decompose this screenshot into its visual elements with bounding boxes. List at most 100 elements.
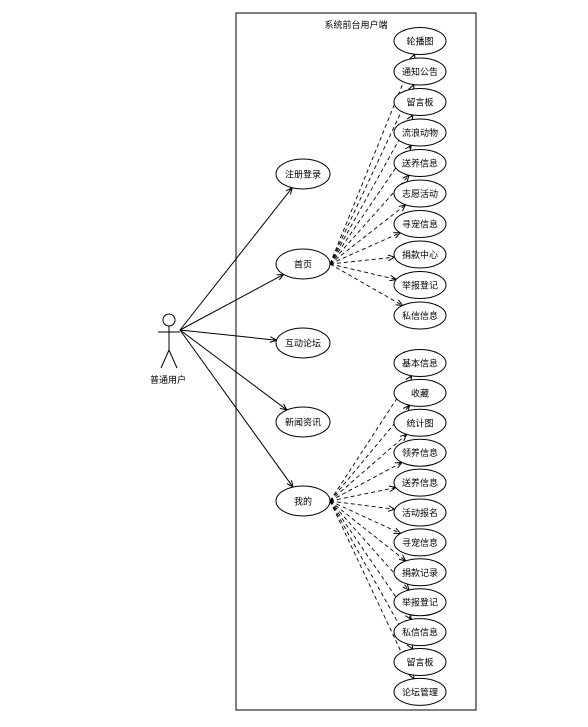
use-case-ellipse [393, 349, 447, 377]
association-line [179, 329, 294, 488]
mine-sub-case-10[interactable]: 留言板 [393, 648, 447, 676]
use-case-ellipse [393, 498, 447, 527]
use-case-ellipse [393, 179, 447, 208]
use-case-label: 举报登记 [402, 597, 438, 609]
home-sub-case-9[interactable]: 私信信息 [393, 301, 447, 330]
home-sub-case-5[interactable]: 志愿活动 [393, 179, 447, 208]
include-dashed-line [329, 84, 415, 265]
use-case-ellipse [393, 677, 447, 706]
use-case-ellipse [393, 271, 447, 299]
use-case-label: 注册登录 [285, 169, 321, 181]
use-case-label: 送养信息 [402, 158, 438, 170]
use-case-ellipse [275, 158, 331, 190]
use-case-ellipse [393, 438, 447, 467]
home-sub-case-6[interactable]: 寻宠信息 [393, 210, 447, 238]
use-case-label: 基本信息 [402, 358, 438, 370]
include-dashed-line [329, 500, 407, 562]
home-sub-case-2[interactable]: 留言板 [393, 88, 447, 116]
include-dashed-line [329, 375, 413, 502]
use-case-label: 轮播图 [406, 36, 433, 48]
use-case-ellipse [393, 618, 447, 647]
use-case-news[interactable]: 新闻资讯 [275, 406, 331, 438]
use-case-label: 活动报名 [402, 507, 438, 519]
mine-sub-case-7[interactable]: 捐款记录 [393, 558, 447, 587]
use-case-label: 寻宠信息 [402, 537, 438, 549]
use-case-register[interactable]: 注册登录 [275, 158, 331, 190]
home-sub-case-7[interactable]: 捐款中心 [393, 240, 447, 269]
use-case-ellipse [393, 528, 447, 557]
include-dashed-line [329, 232, 401, 265]
home-sub-case-3[interactable]: 流浪动物 [393, 118, 447, 147]
use-case-label: 互动论坛 [285, 338, 321, 350]
use-case-label: 举报登记 [402, 280, 438, 292]
association-line [179, 187, 293, 331]
use-case-ellipse [393, 648, 447, 676]
use-case-ellipse [275, 485, 331, 517]
use-case-ellipse [393, 558, 447, 587]
use-case-ellipse [393, 468, 447, 497]
mine-sub-case-8[interactable]: 举报登记 [393, 588, 447, 617]
use-case-label: 我的 [294, 496, 312, 508]
actor-label: 普通用户 [150, 374, 186, 386]
mine-sub-case-1[interactable]: 收藏 [393, 378, 447, 407]
use-case-label: 私信信息 [402, 627, 438, 639]
mine-sub-case-2[interactable]: 统计图 [393, 408, 447, 437]
mine-sub-case-0[interactable]: 基本信息 [393, 349, 447, 377]
home-sub-case-4[interactable]: 送养信息 [393, 149, 447, 177]
include-arrowhead [395, 299, 404, 307]
use-case-ellipse [393, 301, 447, 330]
use-case-ellipse [275, 327, 331, 359]
use-case-label: 首页 [294, 259, 312, 271]
association-line [179, 273, 284, 331]
use-case-home[interactable]: 首页 [275, 248, 331, 280]
use-case-ellipse [393, 27, 447, 55]
system-title: 系统前台用户端 [324, 19, 387, 31]
use-case-label: 私信信息 [402, 310, 438, 322]
use-case-label: 统计图 [406, 417, 433, 429]
use-case-label: 留言板 [406, 657, 433, 669]
use-case-label: 送养信息 [402, 477, 438, 489]
use-case-label: 流浪动物 [402, 127, 438, 139]
use-case-ellipse [275, 248, 331, 280]
use-case-ellipse [393, 118, 447, 147]
association-line [179, 329, 288, 411]
use-case-ellipse [393, 210, 447, 238]
use-case-forum[interactable]: 互动论坛 [275, 327, 331, 359]
home-sub-case-1[interactable]: 通知公告 [393, 57, 447, 86]
include-dashed-line [329, 204, 406, 265]
use-case-label: 收藏 [411, 387, 429, 399]
use-case-mine[interactable]: 我的 [275, 485, 331, 517]
use-case-label: 论坛管理 [402, 686, 438, 698]
mine-sub-case-3[interactable]: 领养信息 [393, 438, 447, 467]
include-dashed-line [329, 263, 403, 306]
use-case-label: 捐款中心 [402, 249, 438, 261]
use-case-ellipse [393, 378, 447, 407]
include-arrowhead [394, 461, 404, 469]
use-case-ellipse [275, 406, 331, 438]
include-dashed-line [329, 462, 403, 502]
use-case-label: 新闻资讯 [285, 417, 321, 429]
mine-sub-case-6[interactable]: 寻宠信息 [393, 528, 447, 557]
use-case-label: 通知公告 [402, 66, 438, 78]
include-dashed-line [329, 434, 407, 502]
home-sub-case-0[interactable]: 轮播图 [393, 27, 447, 55]
mine-sub-case-5[interactable]: 活动报名 [393, 498, 447, 527]
include-dashed-line [329, 500, 415, 679]
use-case-label: 留言板 [406, 97, 433, 109]
include-dashed-line [329, 500, 401, 534]
include-dashed-line [329, 500, 395, 510]
association-line [179, 329, 277, 341]
use-case-ellipse [393, 149, 447, 177]
use-case-label: 志愿活动 [402, 188, 438, 200]
include-dashed-line [329, 256, 395, 265]
mine-sub-case-9[interactable]: 私信信息 [393, 618, 447, 647]
mine-sub-case-11[interactable]: 论坛管理 [393, 677, 447, 706]
use-case-label: 寻宠信息 [402, 219, 438, 231]
use-case-ellipse [393, 240, 447, 269]
mine-sub-case-4[interactable]: 送养信息 [393, 468, 447, 497]
include-dashed-line [329, 263, 397, 280]
home-sub-case-8[interactable]: 举报登记 [393, 271, 447, 299]
use-case-ellipse [393, 88, 447, 116]
use-case-ellipse [393, 588, 447, 617]
